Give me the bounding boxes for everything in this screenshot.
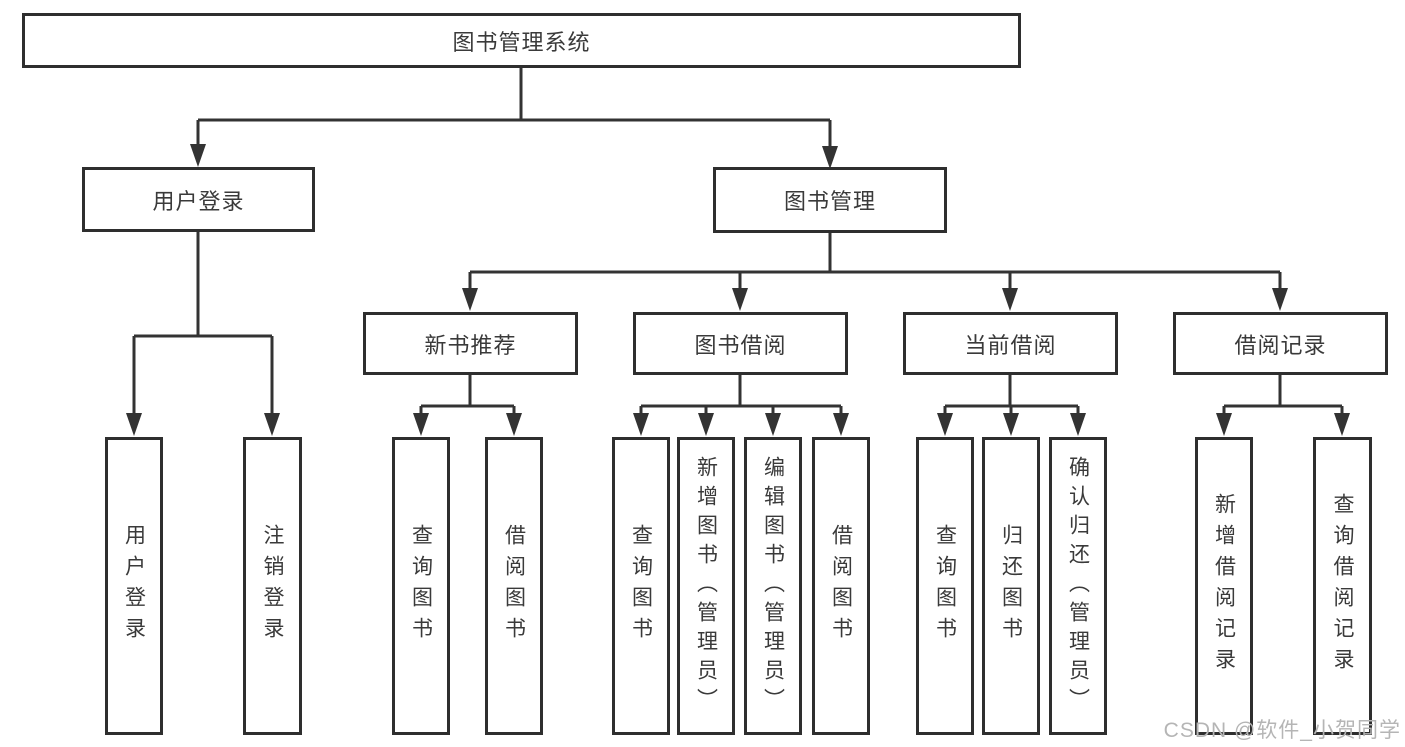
node-user-login-branch-label: 用户登录	[152, 188, 245, 214]
leaf-search-book-recommend: 查询图书	[392, 437, 450, 735]
leaf-add-book-admin: 新增图书（管理员）	[677, 437, 735, 735]
node-book-management: 图书管理	[713, 167, 947, 233]
node-borrow-records: 借阅记录	[1173, 312, 1388, 375]
node-borrow-records-label: 借阅记录	[1234, 332, 1327, 358]
watermark: CSDN @软件_小贺同学	[1163, 719, 1401, 742]
arrowheads	[126, 144, 1350, 436]
leaf-logout-login: 注销登录	[243, 437, 302, 735]
node-book-borrow-label: 图书借阅	[694, 332, 787, 358]
node-new-book-recommend: 新书推荐	[363, 312, 578, 375]
leaf-confirm-return-admin: 确认归还（管理员）	[1049, 437, 1107, 735]
leaf-search-book-current: 查询图书	[916, 437, 974, 735]
leaf-borrow-book-borrow: 借阅图书	[812, 437, 870, 735]
leaf-search-borrow-record: 查询借阅记录	[1313, 437, 1372, 735]
node-new-book-recommend-label: 新书推荐	[424, 332, 517, 358]
node-current-borrow-label: 当前借阅	[964, 332, 1057, 358]
node-current-borrow: 当前借阅	[903, 312, 1118, 375]
leaf-user-login: 用户登录	[105, 437, 163, 735]
node-book-borrow: 图书借阅	[633, 312, 848, 375]
node-user-login-branch: 用户登录	[82, 167, 315, 232]
leaf-add-borrow-record: 新增借阅记录	[1195, 437, 1253, 735]
node-root: 图书管理系统	[22, 13, 1021, 68]
node-root-label: 图书管理系统	[452, 29, 591, 55]
leaf-borrow-book-recommend: 借阅图书	[485, 437, 543, 735]
node-book-management-label: 图书管理	[783, 189, 876, 214]
leaf-edit-book-admin: 编辑图书（管理员）	[744, 437, 802, 735]
leaf-return-book: 归还图书	[982, 437, 1040, 735]
leaf-search-book-borrow: 查询图书	[612, 437, 670, 735]
